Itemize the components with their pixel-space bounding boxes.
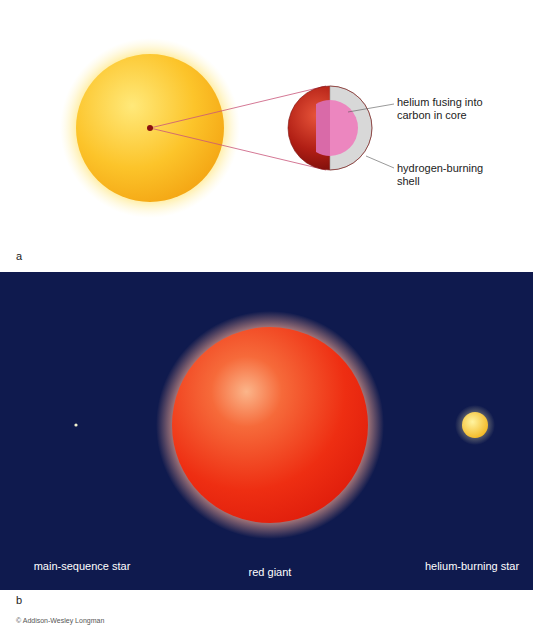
panel-letter: a: [16, 250, 36, 263]
panel-letter: b: [16, 594, 36, 607]
star-label: helium-burning star: [420, 560, 524, 573]
part-label: hydrogen-burning shell: [397, 162, 507, 188]
star-label: red giant: [215, 566, 325, 579]
star-label: main-sequence star: [32, 560, 132, 573]
part-label: helium fusing into carbon in core: [397, 96, 507, 122]
copyright-note: © Addison-Wesley Longman: [16, 617, 216, 625]
